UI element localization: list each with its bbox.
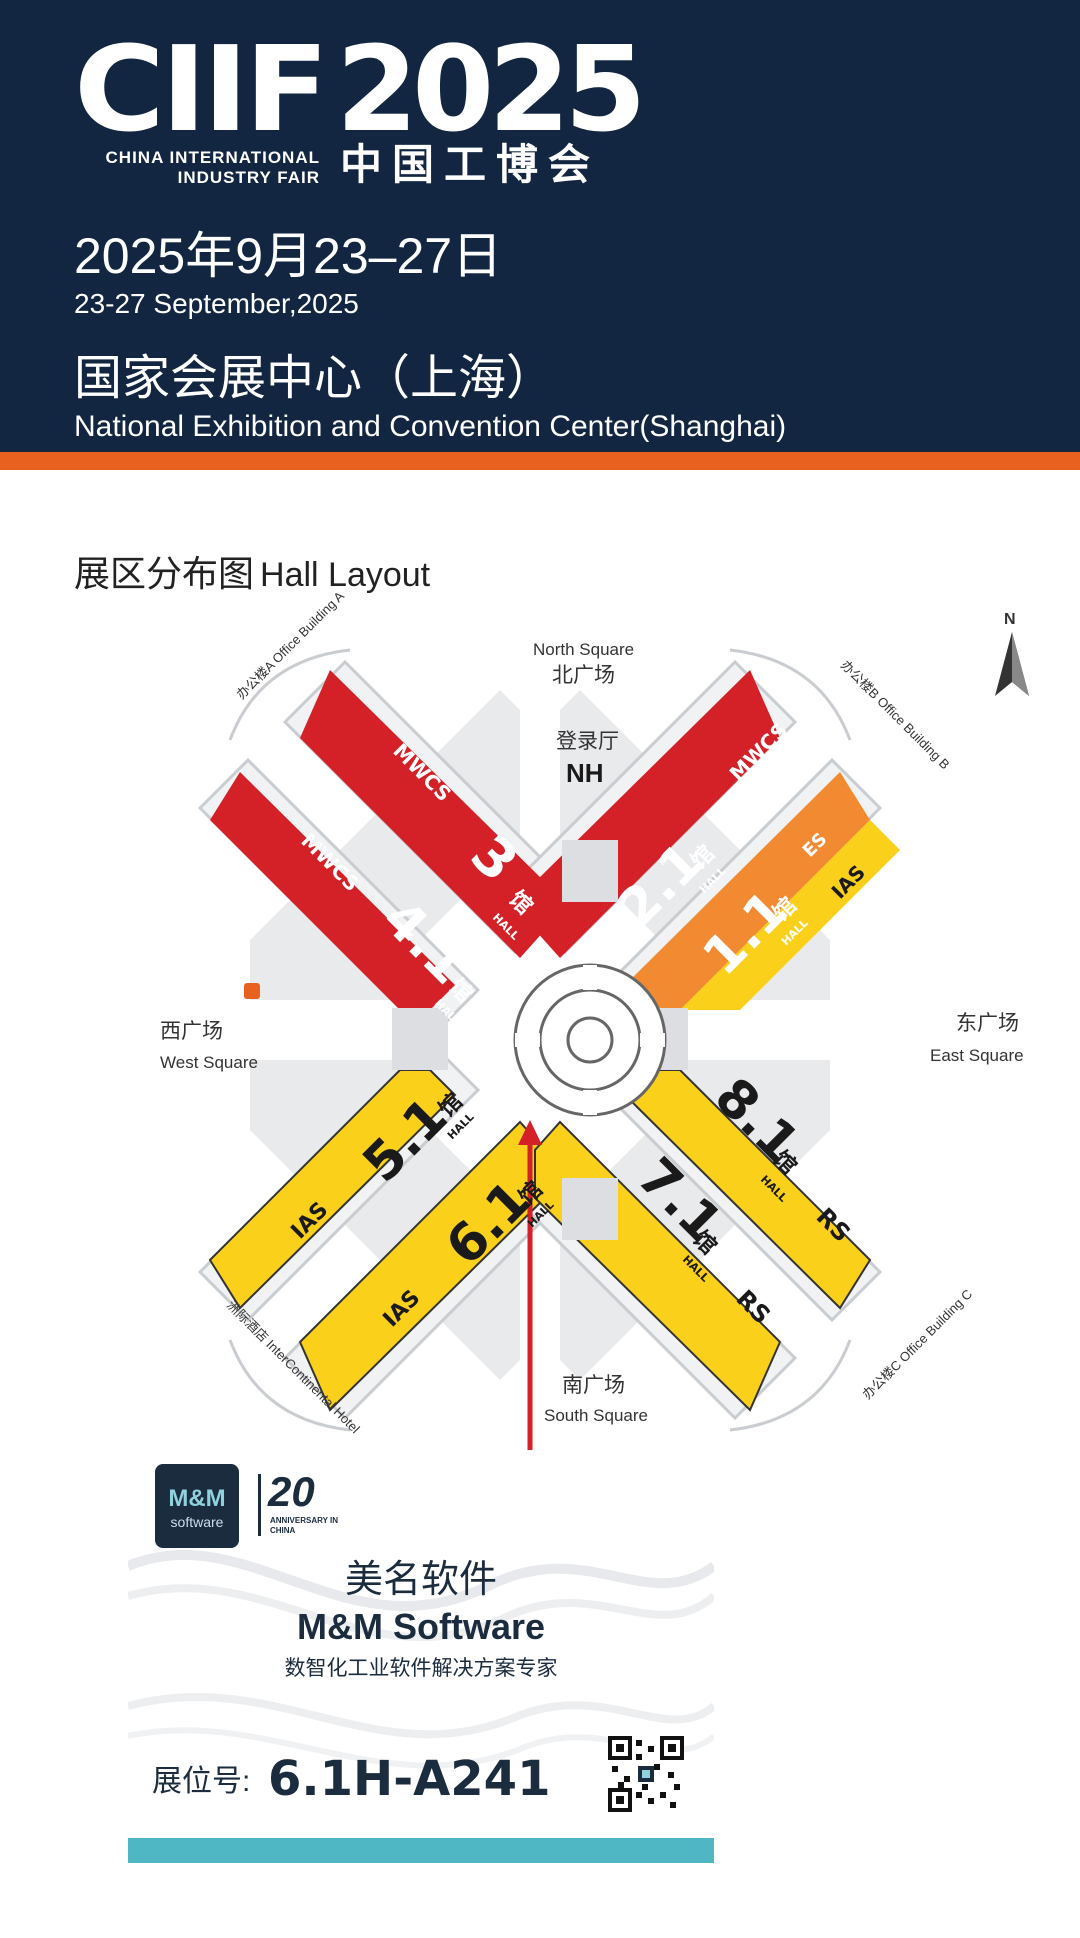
south-block [562, 1178, 618, 1240]
fair-name-en: CHINA INTERNATIONAL INDUSTRY FAIR [105, 148, 320, 187]
compass-icon-shade [1012, 632, 1029, 696]
hall-1-1-ias-strip [680, 820, 900, 1010]
hotel-curve [228, 1339, 351, 1432]
hall-map-graphic: 3 4.1 2.1 1.1 5.1 6.1 7.1 8.1 MWCS MWCS … [197, 632, 1029, 1450]
south-square-cn: 南广场 [562, 1374, 625, 1397]
anniversary-number: 20 [268, 1468, 315, 1515]
office-a-curve [228, 648, 351, 741]
header-divider [0, 452, 1080, 470]
metro-icon [244, 983, 260, 999]
logo-software-text: software [170, 1514, 224, 1530]
hall-1-1-shape [625, 772, 870, 1010]
logo-mm-text: M&M [168, 1485, 226, 1512]
booth-number: 6.1H-A241 [268, 1751, 551, 1807]
card-wave-pattern [128, 1550, 714, 1769]
central-plaza-core [566, 1016, 614, 1064]
header-banner: CIIF 2025 CHINA INTERNATIONAL INDUSTRY F… [0, 0, 1080, 452]
event-year: 2025 [336, 20, 646, 158]
hall-3-shape [300, 670, 545, 958]
company-name-en: M&M Software [296, 1606, 545, 1647]
fair-name-cn: 中国工博会 [340, 140, 601, 189]
ciif-logo: CIIF [74, 20, 329, 158]
east-square-cn: 东广场 [956, 1012, 1019, 1035]
anniversary-text: ANNIVERSARY IN CHINA [270, 1516, 339, 1535]
hall-4-1-shape [210, 772, 455, 1010]
registration-hall-code: NH [566, 758, 604, 788]
hall-layout-title-en: Hall Layout [260, 556, 431, 594]
nh-block [562, 840, 618, 902]
company-tagline: 数智化工业软件解决方案专家 [284, 1657, 558, 1680]
hall-layout-title-cn: 展区分布图 [74, 553, 255, 594]
card-accent-bar [128, 1838, 714, 1863]
east-square-en: East Square [930, 1046, 1024, 1065]
mm-software-logo: M&M software [155, 1464, 239, 1548]
date-cn: 2025年9月23–27日 [74, 228, 503, 284]
hall-map: 3 4.1 2.1 1.1 5.1 6.1 7.1 8.1 MWCS MWCS … [0, 588, 1080, 1480]
booth-number-label: 展位号: [152, 1765, 251, 1798]
office-c-curve [729, 1339, 852, 1432]
qr-code-icon[interactable] [608, 1736, 684, 1812]
route-arrow-head [518, 1120, 542, 1145]
registration-hall-cn: 登录厅 [556, 730, 619, 753]
exhibitor-card: M&M software 20 ANNIVERSARY IN CHINA 美名软… [128, 1456, 714, 1838]
west-block [392, 1008, 448, 1070]
office-b-curve [729, 648, 852, 741]
venue-cn: 国家会展中心（上海） [74, 352, 555, 405]
compass-label: N [1004, 611, 1016, 628]
west-square-en: West Square [160, 1053, 258, 1072]
north-square-cn: 北广场 [552, 664, 615, 687]
hall-5-1-shape [208, 1069, 457, 1310]
west-square-cn: 西广场 [160, 1020, 223, 1043]
anniversary-divider [258, 1474, 261, 1536]
venue-en: National Exhibition and Convention Cente… [74, 410, 787, 443]
south-square-en: South Square [544, 1406, 648, 1425]
company-name-cn: 美名软件 [344, 1559, 497, 1601]
date-en: 23-27 September,2025 [74, 288, 359, 319]
north-square-en: North Square [533, 640, 635, 659]
